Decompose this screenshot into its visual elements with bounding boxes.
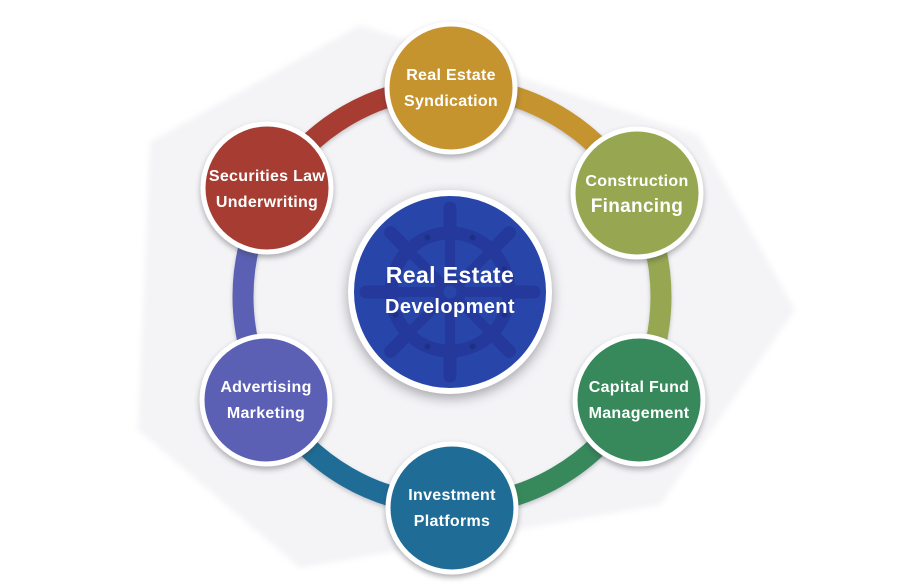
wheel-rivet [424,234,431,241]
center-label-line1: Real Estate [386,262,514,288]
node-label-line1: Investment [408,487,496,504]
node-label-line2: Marketing [227,405,305,422]
node-label-line1: Construction [585,173,688,190]
node-label-line1: Capital Fund [589,379,689,396]
node-real-estate-syndication: Real Estate Syndication [384,21,518,155]
wheel-rivet [392,266,399,273]
node-securities-law-underwriting: Securities Law Underwriting [200,121,334,255]
wheel-spoke [408,250,443,285]
node-label-line2: Platforms [414,513,491,530]
node-circle [384,21,518,155]
node-circle [572,333,706,467]
node-capital-fund-management: Capital Fund Management [572,333,706,467]
wheel-rivet [469,234,476,241]
wheel-rivet [424,343,431,350]
wheel-handle [490,332,516,358]
wheel-handle [490,226,516,252]
node-label-line1: Advertising [220,379,311,396]
wheel-handle [384,332,410,358]
node-label-line2: Syndication [404,93,498,110]
wheel-rim [384,226,516,358]
wheel-spoke [457,299,492,334]
wheel-handle [384,226,410,252]
wheel-rivet [501,311,508,318]
center-node-real-estate-development: Real Estate Development [348,190,552,394]
wheel-rivet [469,343,476,350]
node-label-line2: Underwriting [216,194,318,211]
wheel-rivet [501,266,508,273]
ship-wheel-icon [359,201,541,383]
node-label-line1: Real Estate [406,67,496,84]
wheel-spoke [457,250,492,285]
node-circle [570,126,704,260]
node-circle [200,121,334,255]
wheel-rivet [392,311,399,318]
center-label-line2: Development [385,296,515,318]
wheel-spoke [408,299,443,334]
wheel-hub-hole [443,285,457,299]
node-circle [385,441,519,575]
node-investment-platforms: Investment Platforms [385,441,519,575]
node-label-line2: Management [589,405,690,422]
node-construction-financing: Construction Financing [570,126,704,260]
node-label-line2: Financing [591,196,683,217]
node-advertising-marketing: Advertising Marketing [199,333,333,467]
node-label-line1: Securities Law [209,168,326,185]
node-circle [199,333,333,467]
